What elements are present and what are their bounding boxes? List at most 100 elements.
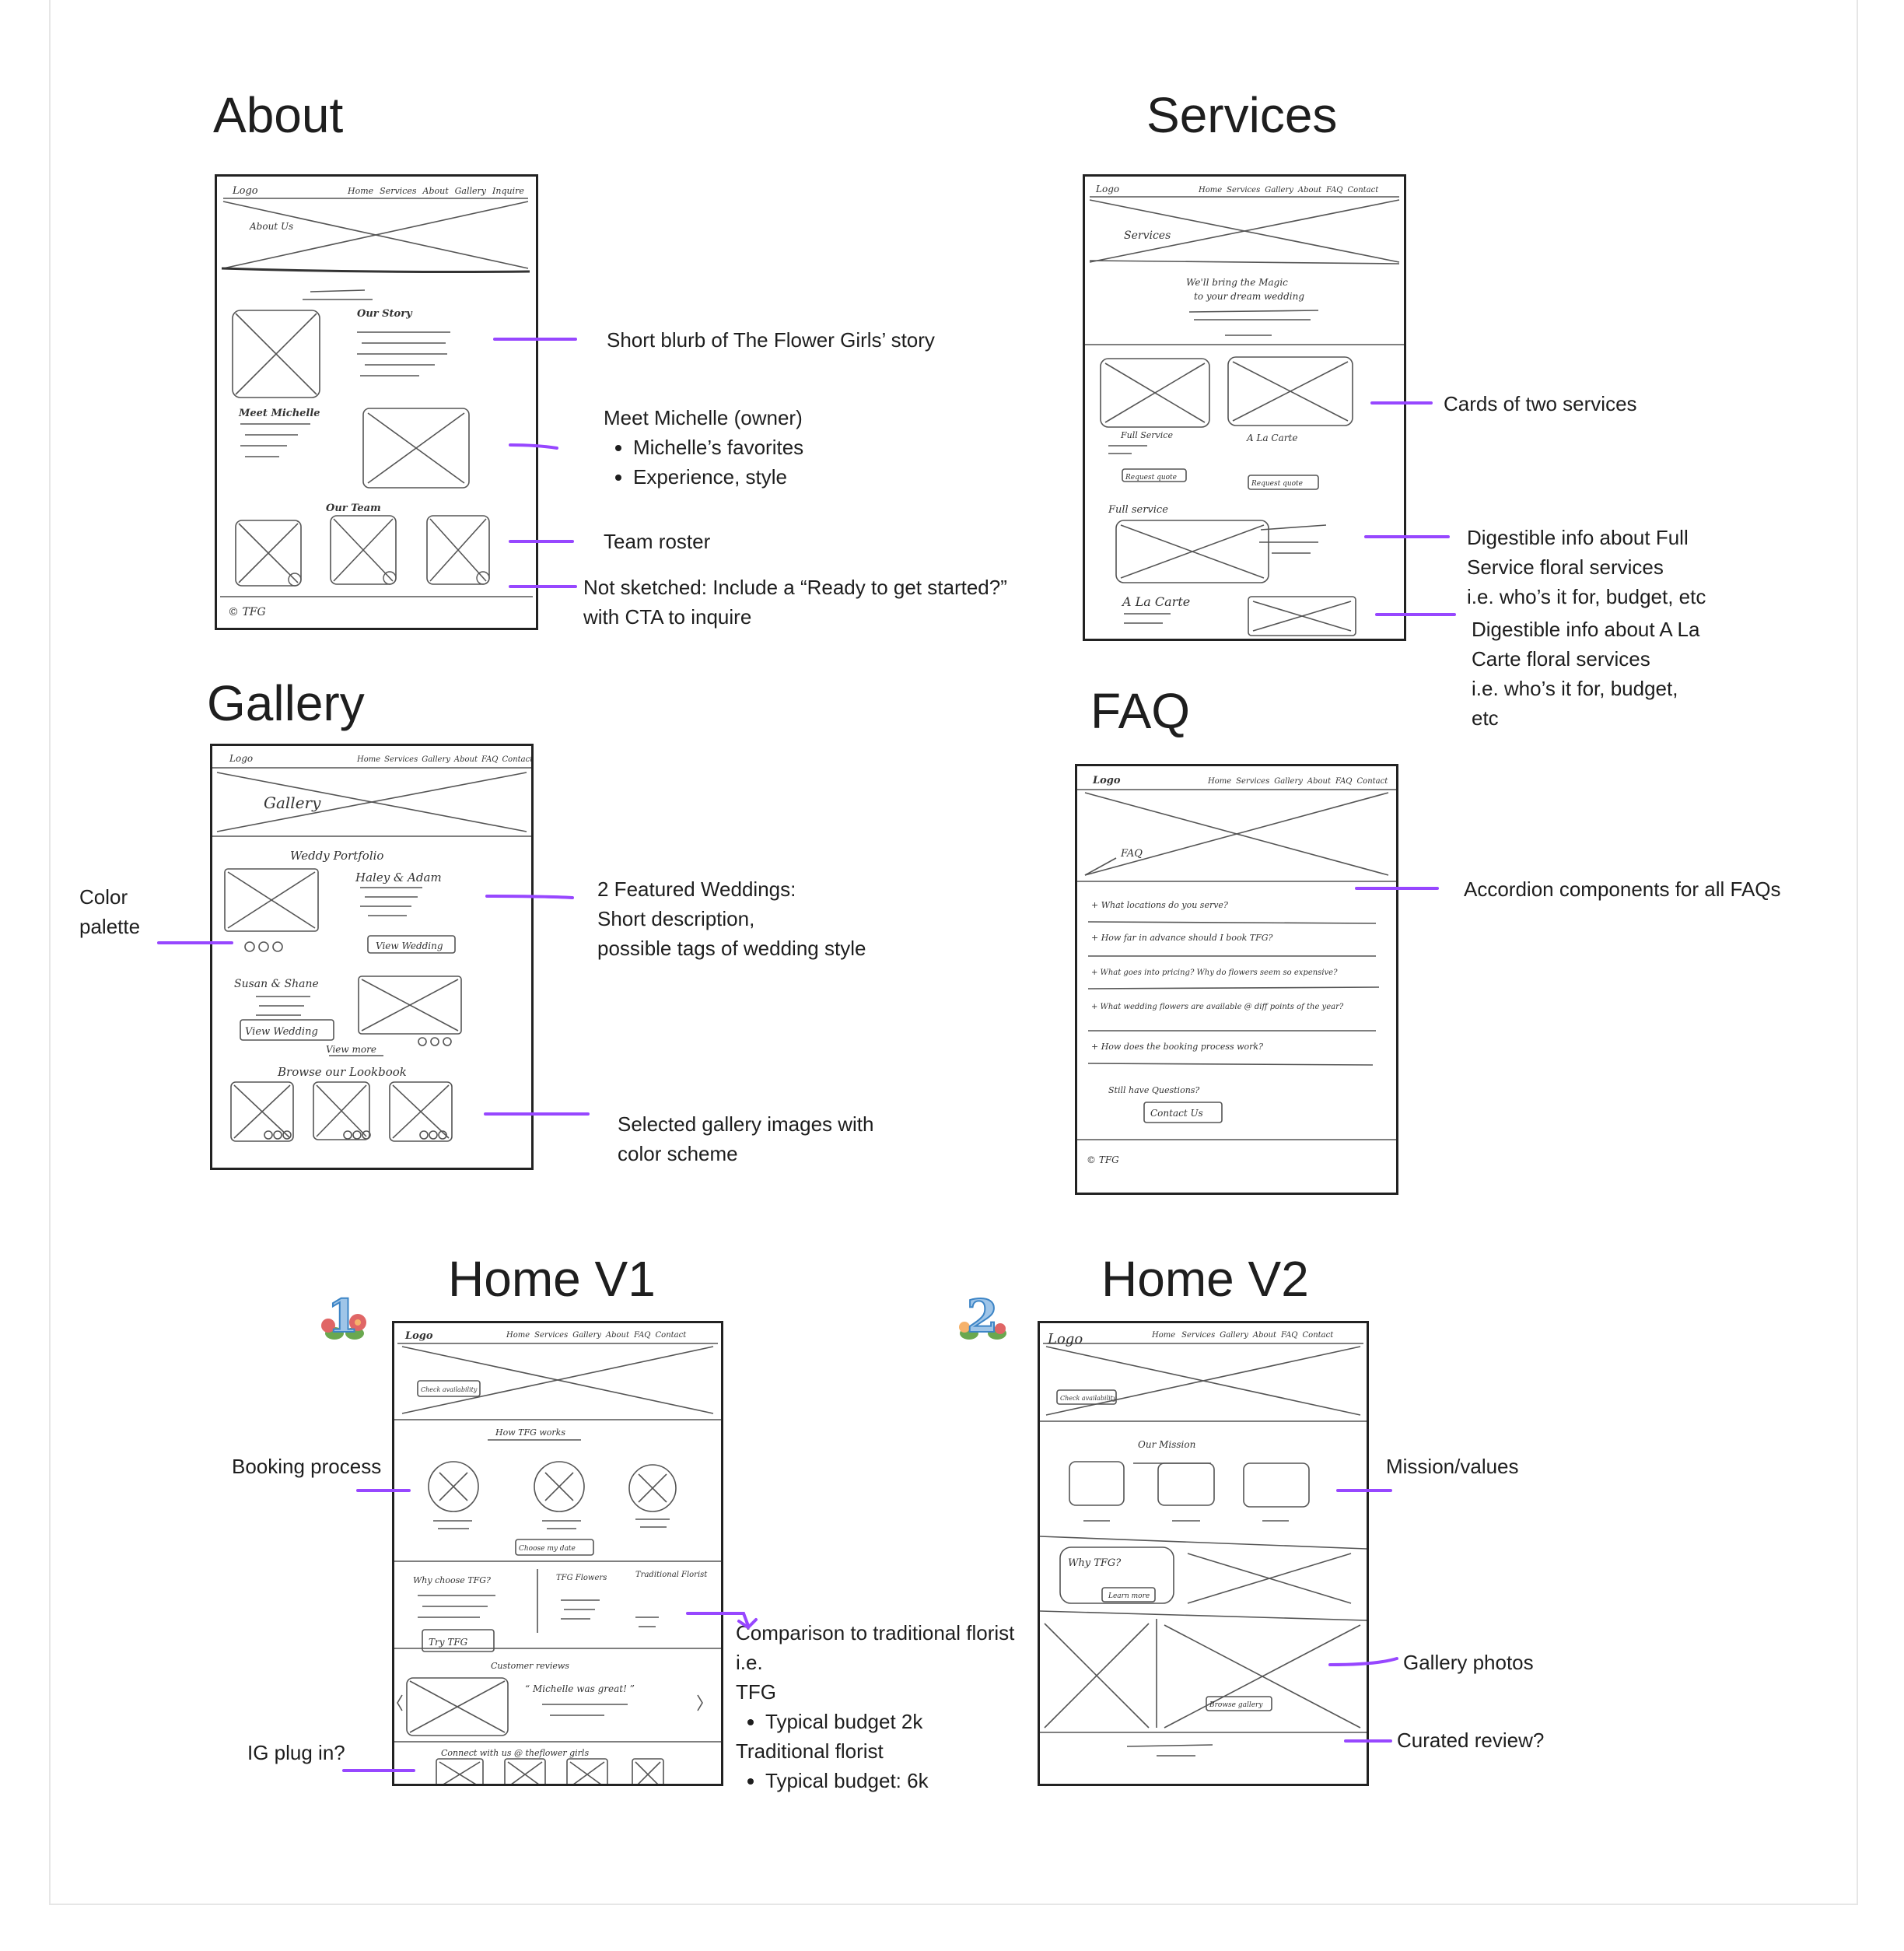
faq-wire-item: + How far in advance should I book TFG? xyxy=(1091,933,1272,943)
services-wire-sec2: A La Carte xyxy=(1121,594,1190,609)
services-wire-tagline: We'll bring the Magic xyxy=(1186,277,1288,288)
about-wire-footer: © TFG xyxy=(228,606,266,618)
gallery-note-palette: Color palette xyxy=(79,882,140,941)
services-note-full-line: Digestible info about Full xyxy=(1467,526,1689,549)
services-note-cards: Cards of two services xyxy=(1444,392,1637,415)
home-v2-wire-learn: Learn more xyxy=(1108,1592,1150,1600)
services-wire-card1: Full Service xyxy=(1120,430,1173,440)
gallery-wire-hero: Gallery xyxy=(264,793,321,812)
home-v2-wire-browse: Browse gallery xyxy=(1209,1701,1263,1709)
home-v1-wire-connect: Connect with us @ theflower girls xyxy=(441,1748,589,1758)
home-v1-wire-reviews: Customer reviews xyxy=(491,1661,569,1671)
about-note-meet-item: Michelle’s favorites xyxy=(633,433,803,462)
about-note-team: Team roster xyxy=(604,530,711,553)
services-title: Services xyxy=(1146,87,1338,143)
faq-wire-item: + What goes into pricing? Why do flowers… xyxy=(1091,968,1338,977)
services-note-full: Digestible info about Full Service flora… xyxy=(1467,523,1706,611)
home-v1-note-comp-item: Typical budget 2k xyxy=(765,1707,1014,1736)
gallery-wire-portfolio: Weddy Portfolio xyxy=(290,849,383,863)
home-v1-wire-try: Try TFG xyxy=(429,1637,468,1648)
gallery-note-palette-line: palette xyxy=(79,915,141,938)
services-note-alc-line: Carte floral services xyxy=(1472,647,1650,671)
home-v1-wire-trad: Traditional Florist xyxy=(635,1571,708,1579)
faq-wire-still: Still have Questions? xyxy=(1108,1085,1199,1095)
about-wire-story: Our Story xyxy=(357,308,413,320)
home-v1-wire-how: How TFG works xyxy=(495,1427,565,1438)
badge-number: 1 xyxy=(327,1290,359,1343)
services-wire-quote: Request quote xyxy=(1125,474,1177,482)
services-note-alc-line: Digestible info about A La xyxy=(1472,618,1700,641)
home-v1-note-comp-item: Typical budget: 6k xyxy=(765,1766,1014,1795)
gallery-wire-logo: Logo xyxy=(229,753,253,764)
home-v1-wire-choose: Choose my date xyxy=(519,1545,576,1553)
home-v2-wire-check: Check availability xyxy=(1060,1395,1117,1402)
home-v1-note-comp-line: TFG xyxy=(736,1680,776,1704)
home-v1-wire-logo: Logo xyxy=(404,1330,433,1342)
faq-wire-contact: Contact Us xyxy=(1150,1108,1203,1119)
about-note-meet-item: Experience, style xyxy=(633,462,803,492)
gallery-wire-couple1: Haley & Adam xyxy=(355,870,442,884)
home-v2-note-mission: Mission/values xyxy=(1386,1455,1519,1478)
home-v1-wire-check: Check availability xyxy=(421,1386,478,1393)
services-wire-logo: Logo xyxy=(1095,184,1119,194)
number-two-badge-icon: 2 xyxy=(959,1289,1006,1343)
gallery-wire-view-more: View more xyxy=(326,1044,376,1055)
home-v2-note-review: Curated review? xyxy=(1397,1729,1545,1752)
gallery-note-selected-line: Selected gallery images with xyxy=(618,1112,874,1136)
faq-title: FAQ xyxy=(1090,683,1191,739)
about-wire-logo: Logo xyxy=(232,185,258,197)
gallery-wire-view: View Wedding xyxy=(245,1026,318,1038)
faq-wire-hero: FAQ xyxy=(1120,848,1143,860)
about-wire-team: Our Team xyxy=(326,503,381,514)
home-v2-wire-why: Why TFG? xyxy=(1068,1557,1122,1569)
services-wire-hero: Services xyxy=(1124,229,1171,242)
home-v1-note-comparison: Comparison to traditional florist i.e. T… xyxy=(736,1618,1014,1795)
about-note-meet-title: Meet Michelle (owner) xyxy=(604,406,803,429)
home-v2-note-gallery: Gallery photos xyxy=(1403,1651,1534,1674)
about-note-meet-list: Michelle’s favorites Experience, style xyxy=(604,433,803,492)
home-v1-note-comp-line: i.e. xyxy=(736,1651,763,1674)
services-wire-card2: A La Carte xyxy=(1246,433,1297,443)
services-note-alc: Digestible info about A La Carte floral … xyxy=(1472,615,1699,733)
home-v2-title: Home V2 xyxy=(1101,1251,1309,1307)
home-v1-wire-quote: “ Michelle was great! ” xyxy=(525,1683,635,1694)
number-one-badge-icon: 1 xyxy=(321,1289,366,1343)
home-v1-note-comp-list: Typical budget: 6k xyxy=(736,1766,1014,1795)
services-wire-sec1: Full service xyxy=(1108,504,1168,516)
faq-wire-item: + How does the booking process work? xyxy=(1091,1042,1263,1052)
home-v1-note-comp-line: Traditional florist xyxy=(736,1739,884,1763)
gallery-note-featured-line: 2 Featured Weddings: xyxy=(597,877,796,901)
home-v1-note-ig: IG plug in? xyxy=(247,1741,345,1764)
services-note-alc-line: i.e. who’s it for, budget, xyxy=(1472,677,1678,700)
faq-wire-logo: Logo xyxy=(1092,775,1121,786)
services-note-full-line: i.e. who’s it for, budget, etc xyxy=(1467,585,1706,608)
home-v1-wire-why: Why choose TFG? xyxy=(413,1575,491,1585)
badge-number: 2 xyxy=(967,1290,998,1343)
gallery-wire-view: View Wedding xyxy=(376,940,443,951)
gallery-note-selected-line: color scheme xyxy=(618,1142,738,1165)
faq-wire-item: + What locations do you serve? xyxy=(1091,900,1228,910)
home-v1-note-comp-line: Comparison to traditional florist xyxy=(736,1621,1015,1645)
about-wire-meet: Meet Michelle xyxy=(238,408,320,419)
gallery-note-featured-line: possible tags of wedding style xyxy=(597,937,866,960)
gallery-note-featured: 2 Featured Weddings: Short description, … xyxy=(597,874,866,963)
home-v2-wire-logo: Logo xyxy=(1047,1331,1083,1347)
about-note-cta: Not sketched: Include a “Ready to get st… xyxy=(583,573,1007,632)
services-wire-quote: Request quote xyxy=(1251,480,1303,488)
services-note-full-line: Service floral services xyxy=(1467,555,1664,579)
gallery-note-palette-line: Color xyxy=(79,885,128,909)
